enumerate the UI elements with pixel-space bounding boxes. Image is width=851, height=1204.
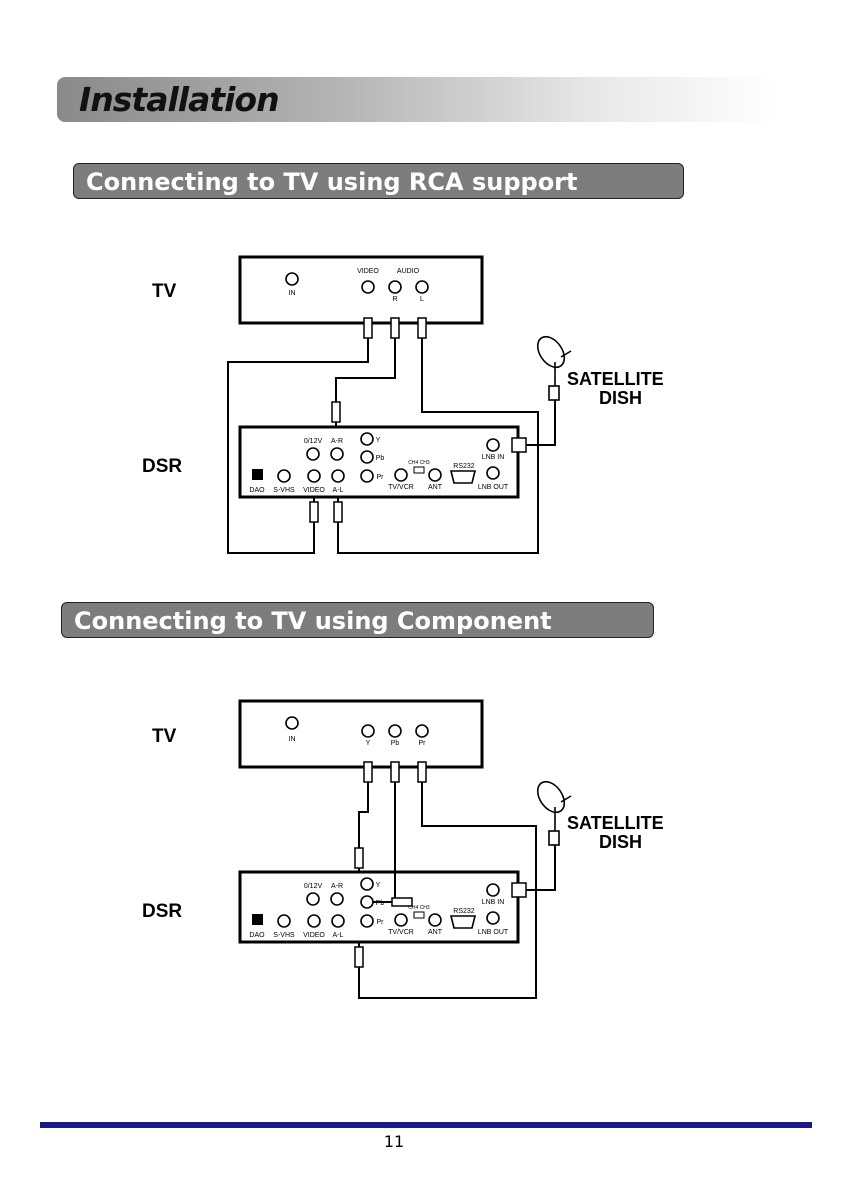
svg-text:Y: Y xyxy=(376,882,381,889)
svg-text:DISH: DISH xyxy=(599,832,642,852)
svg-text:S-VHS: S-VHS xyxy=(273,932,295,939)
svg-text:0/12V: 0/12V xyxy=(304,438,323,445)
svg-text:L: L xyxy=(420,296,424,303)
page-title: Installation xyxy=(79,80,280,119)
svg-text:Y: Y xyxy=(366,740,371,747)
section-title-component: Connecting to TV using Component support xyxy=(61,602,654,671)
tv-panel: IN Y Pb Pr xyxy=(238,699,484,769)
svg-text:ANT: ANT xyxy=(428,484,443,491)
footer-rule xyxy=(40,1122,812,1128)
svg-text:DAO: DAO xyxy=(249,932,265,939)
svg-text:Y: Y xyxy=(376,437,381,444)
section-title-rca: Connecting to TV using RCA support xyxy=(73,163,684,199)
svg-text:AUDIO: AUDIO xyxy=(397,268,420,275)
svg-text:ANT: ANT xyxy=(428,929,443,936)
svg-text:S-VHS: S-VHS xyxy=(273,487,295,494)
satellite-dish-icon xyxy=(531,775,572,846)
svg-text:Pr: Pr xyxy=(377,919,385,926)
tv-label: TV xyxy=(152,281,177,302)
dsr-label: DSR xyxy=(142,901,182,922)
svg-text:Pr: Pr xyxy=(419,740,427,747)
svg-text:RS232: RS232 xyxy=(453,908,475,915)
tv-label: TV xyxy=(152,726,177,747)
svg-text:Pb: Pb xyxy=(376,455,385,462)
svg-text:Pr: Pr xyxy=(377,474,385,481)
svg-text:LNB OUT: LNB OUT xyxy=(478,484,509,491)
svg-text:DISH: DISH xyxy=(599,388,642,408)
header-banner: Installation xyxy=(57,77,777,122)
svg-text:A-R: A-R xyxy=(331,438,343,445)
svg-text:IN: IN xyxy=(289,290,296,297)
svg-text:LNB OUT: LNB OUT xyxy=(478,929,509,936)
satellite-dish-icon xyxy=(531,330,572,401)
svg-text:LNB IN: LNB IN xyxy=(482,454,505,461)
svg-text:RS232: RS232 xyxy=(453,463,475,470)
svg-text:VIDEO: VIDEO xyxy=(357,268,379,275)
svg-text:CH4 CH3: CH4 CH3 xyxy=(408,460,430,466)
svg-text:LNB IN: LNB IN xyxy=(482,899,505,906)
svg-text:Pb: Pb xyxy=(376,900,385,907)
tv-panel: IN VIDEO AUDIO R L xyxy=(238,255,484,325)
svg-text:VIDEO: VIDEO xyxy=(303,932,325,939)
svg-text:TV/VCR: TV/VCR xyxy=(388,929,414,936)
svg-text:CH4 CH3: CH4 CH3 xyxy=(408,905,430,911)
svg-text:TV/VCR: TV/VCR xyxy=(388,484,414,491)
page-number: 11 xyxy=(383,1132,405,1151)
cables xyxy=(227,323,556,554)
svg-text:A-L: A-L xyxy=(333,487,344,494)
svg-text:DAO: DAO xyxy=(249,487,265,494)
svg-text:R: R xyxy=(392,296,397,303)
svg-text:SATELLITE: SATELLITE xyxy=(567,813,664,833)
svg-text:SATELLITE: SATELLITE xyxy=(567,369,664,389)
svg-text:VIDEO: VIDEO xyxy=(303,487,325,494)
dsr-label: DSR xyxy=(142,456,182,477)
svg-text:A-R: A-R xyxy=(331,883,343,890)
svg-text:A-L: A-L xyxy=(333,932,344,939)
svg-text:0/12V: 0/12V xyxy=(304,883,323,890)
svg-text:IN: IN xyxy=(289,736,296,743)
svg-text:Pb: Pb xyxy=(391,740,400,747)
